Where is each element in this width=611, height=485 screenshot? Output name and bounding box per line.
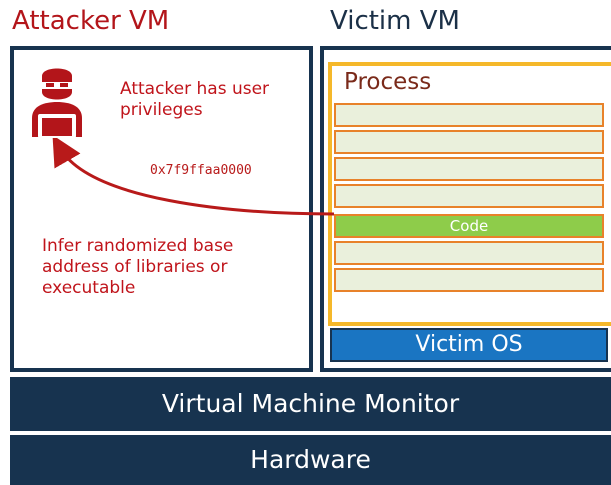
memory-row [334,184,604,208]
memory-row [334,103,604,127]
process-label: Process [344,69,432,95]
attacker-vm-title: Attacker VM [12,6,170,36]
attacker-vm-box [10,46,313,372]
goal-text: Infer randomized base address of librari… [42,236,234,298]
hardware-layer: Hardware [10,435,611,485]
process-box [328,62,611,326]
vmm-layer: Virtual Machine Monitor [10,377,611,431]
victim-vm-box [320,46,611,372]
hacker-icon [32,68,82,138]
victim-vm-title: Victim VM [330,6,460,36]
code-row: Code [334,214,604,238]
memory-row [334,157,604,181]
leaked-address: 0x7f9ffaa0000 [150,163,252,178]
memory-row [334,268,604,292]
memory-row [334,241,604,265]
victim-os-box: Victim OS [330,328,608,362]
privilege-note: Attacker has user privileges [120,79,270,120]
memory-row [334,130,604,154]
